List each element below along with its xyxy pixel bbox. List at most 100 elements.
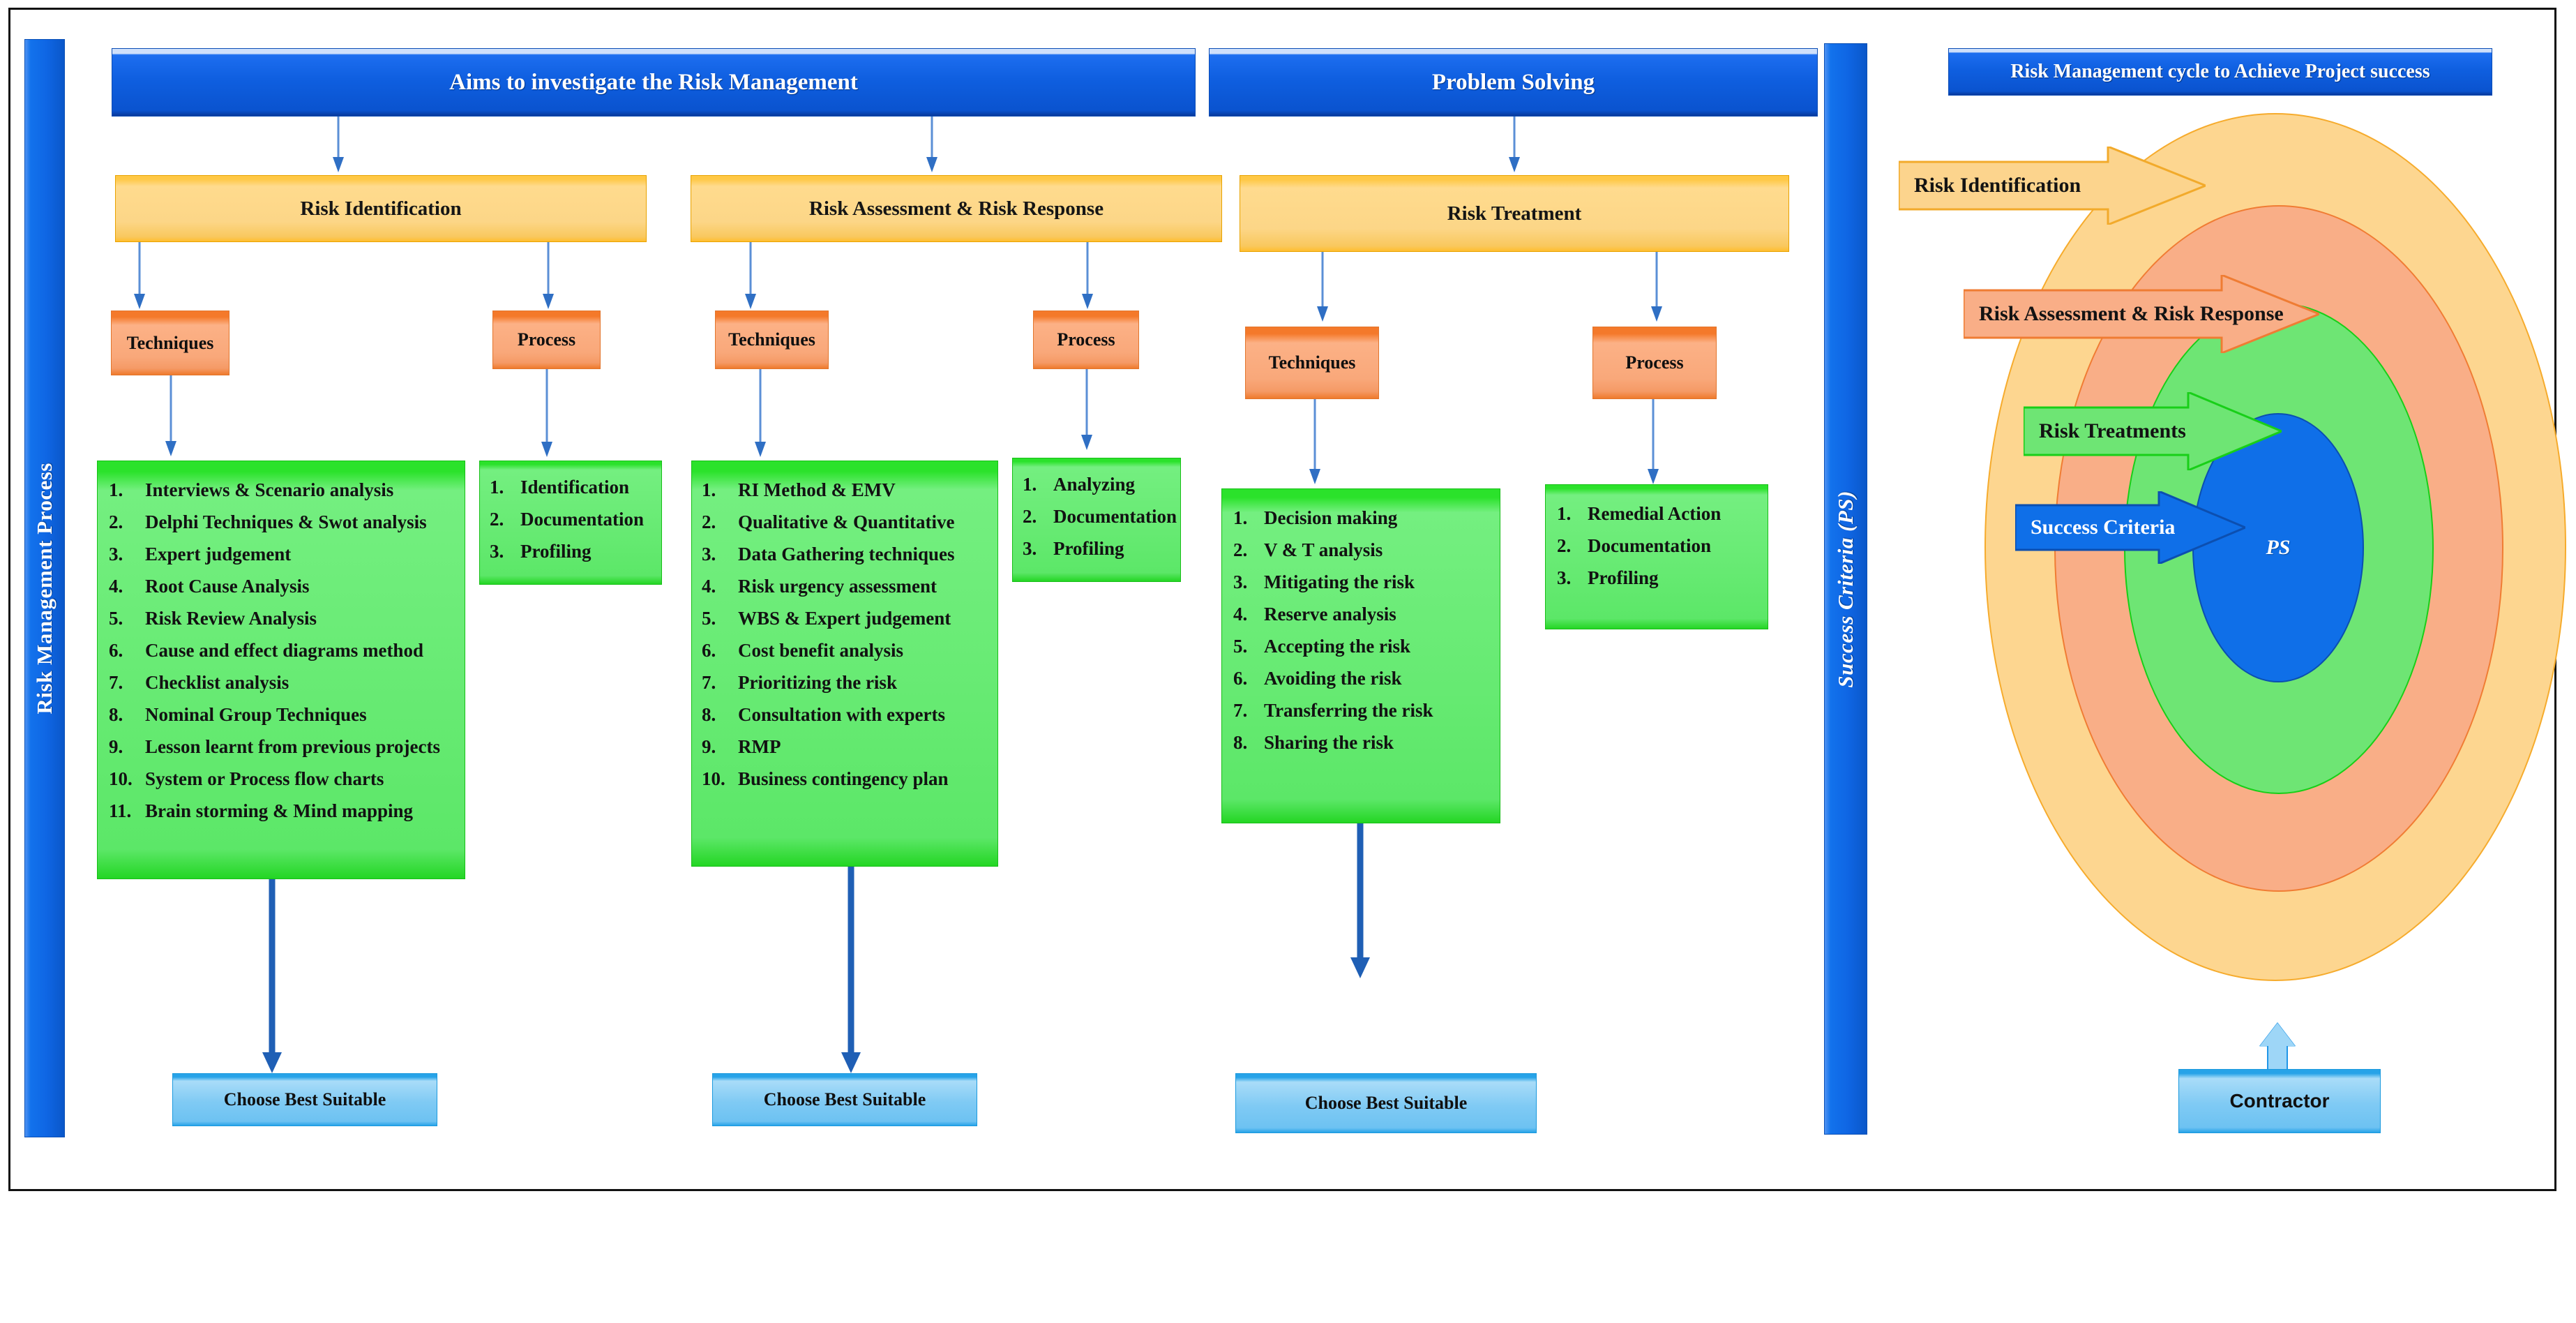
list-item: 9.Lesson learnt from previous projects xyxy=(109,731,458,763)
left-ribbon-risk-management-process: Risk Management Process xyxy=(24,39,65,1137)
header-label-2: Problem Solving xyxy=(1431,69,1595,95)
list-item: 1.Remedial Action xyxy=(1557,498,1762,530)
list-item: 3. Mitigating the risk xyxy=(1233,566,1494,598)
list-item-number: 2. xyxy=(1023,506,1037,527)
cycle-arrow-risk-identification: Risk Identification xyxy=(1899,147,2206,225)
connector-phase3-to-techniques xyxy=(1312,252,1333,322)
list-item-number: 2. xyxy=(490,509,504,530)
list-item-label: Expert judgement xyxy=(145,544,292,565)
list-item-number: 3. xyxy=(1023,538,1037,559)
list-item: 2.Qualitative & Quantitative xyxy=(702,506,992,538)
list-item: 4.Risk urgency assessment xyxy=(702,570,992,602)
connector-techniques3-to-list xyxy=(1304,399,1325,484)
list-item-number: 8. xyxy=(702,704,716,725)
list-item: 6. Cost benefit analysis xyxy=(702,634,992,666)
list-item-number: 11. xyxy=(109,800,132,821)
connector-header1-to-phase1 xyxy=(328,117,349,172)
techniques-label-3: Techniques xyxy=(1268,352,1356,373)
list-item-number: 2. xyxy=(702,511,716,532)
list-item-number: 8. xyxy=(1233,732,1248,753)
outcome-label-2: Choose Best Suitable xyxy=(763,1089,926,1109)
left-ribbon-label: Risk Management Process xyxy=(32,462,57,715)
cycle-arrow-risk-treatments: Risk Treatments xyxy=(2024,392,2282,470)
list-item-label: Prioritizing the risk xyxy=(738,672,897,693)
list-item-number: 7. xyxy=(109,672,123,693)
list-item: 8.Sharing the risk xyxy=(1233,726,1494,758)
techniques-box-3: Techniques xyxy=(1245,327,1379,399)
list-item-number: 10. xyxy=(702,768,725,789)
list-item: 6.Avoiding the risk xyxy=(1233,662,1494,694)
list-item: 6.Cause and effect diagrams method xyxy=(109,634,458,666)
list-item-number: 9. xyxy=(702,736,716,757)
phase-title-risk-identification: Risk Identification xyxy=(115,175,647,242)
list-item-number: 3. xyxy=(702,544,716,565)
connector-list2-to-outcome xyxy=(837,867,865,1073)
list-item-label: Profiling xyxy=(1053,538,1124,559)
list-item-number: 9. xyxy=(109,736,123,757)
list-item-label: Cost benefit analysis xyxy=(738,640,904,661)
list-item-number: 2. xyxy=(1557,535,1572,556)
list-item-label: WBS & Expert judgement xyxy=(738,608,951,629)
list-item: 5.Risk Review Analysis xyxy=(109,602,458,634)
outcome-label-3: Choose Best Suitable xyxy=(1304,1093,1468,1113)
right-ribbon-label: Success Criteria (PS) xyxy=(1833,490,1858,688)
list-item-label: System or Process flow charts xyxy=(145,768,384,789)
cycle-title-label: Risk Management cycle to Achieve Project… xyxy=(2010,61,2430,82)
list-item-number: 5. xyxy=(702,608,716,629)
phase-title-risk-treatment: Risk Treatment xyxy=(1240,175,1789,252)
list-item: 10.Business contingency plan xyxy=(702,763,992,795)
list-item: 3. Expert judgement xyxy=(109,538,458,570)
cycle-arrow-risk-assessment: Risk Assessment & Risk Response xyxy=(1964,275,2319,353)
process-label-2: Process xyxy=(1057,329,1115,350)
list-item-label: V & T analysis xyxy=(1264,539,1383,560)
list-item-number: 4. xyxy=(702,576,716,597)
cycle-arrow-label-2: Risk Assessment & Risk Response xyxy=(1979,302,2284,325)
list-item: 7.Transferring the risk xyxy=(1233,694,1494,726)
outcome-box-2: Choose Best Suitable xyxy=(712,1073,977,1126)
process-box-3: Process xyxy=(1592,327,1717,399)
connector-techniques1-to-list xyxy=(160,375,181,456)
list-item-number: 6. xyxy=(109,640,123,661)
list-item-label: Nominal Group Techniques xyxy=(145,704,367,725)
list-item-label: Checklist analysis xyxy=(145,672,289,693)
list-item: 5. WBS & Expert judgement xyxy=(702,602,992,634)
phase-title-label-3: Risk Treatment xyxy=(1447,202,1582,225)
connector-list3-to-outcome xyxy=(1346,823,1374,978)
process-label-3: Process xyxy=(1625,352,1684,373)
cycle-title-bar: Risk Management cycle to Achieve Project… xyxy=(1948,48,2492,96)
phase-title-risk-assessment: Risk Assessment & Risk Response xyxy=(691,175,1222,242)
list-item-number: 3. xyxy=(109,544,123,565)
list-item-label: Mitigating the risk xyxy=(1264,571,1415,592)
list-item-label: Interviews & Scenario analysis xyxy=(145,479,394,500)
techniques-box-2: Techniques xyxy=(715,311,829,369)
phase-title-label-2: Risk Assessment & Risk Response xyxy=(808,197,1104,220)
list-item-number: 4. xyxy=(109,576,123,597)
list-item-label: Delphi Techniques & Swot analysis xyxy=(145,511,427,532)
header-aims-to-investigate: Aims to investigate the Risk Management xyxy=(112,48,1196,117)
list-item: 4.Reserve analysis xyxy=(1233,598,1494,630)
list-item-label: Profiling xyxy=(1588,567,1659,588)
connector-phase2-to-process xyxy=(1077,242,1098,309)
list-item-number: 2. xyxy=(109,511,123,532)
list-item: 3. Profiling xyxy=(1557,562,1762,594)
header-problem-solving: Problem Solving xyxy=(1209,48,1818,117)
list-item-number: 1. xyxy=(490,477,504,498)
list-item-number: 3. xyxy=(1557,567,1572,588)
diagram-frame: Risk Management Process Aims to investig… xyxy=(8,8,2566,1191)
list-item: 3. Profiling xyxy=(1023,532,1175,565)
list-item: 3.Profiling xyxy=(490,535,656,567)
list-item: 1.Analyzing xyxy=(1023,468,1175,500)
list-item-number: 3. xyxy=(1233,571,1248,592)
list-item-number: 6. xyxy=(702,640,716,661)
list-item-number: 6. xyxy=(1233,668,1248,689)
contractor-box: Contractor xyxy=(2178,1069,2381,1133)
list-item: 4.Root Cause Analysis xyxy=(109,570,458,602)
connector-process1-to-list xyxy=(536,369,557,457)
